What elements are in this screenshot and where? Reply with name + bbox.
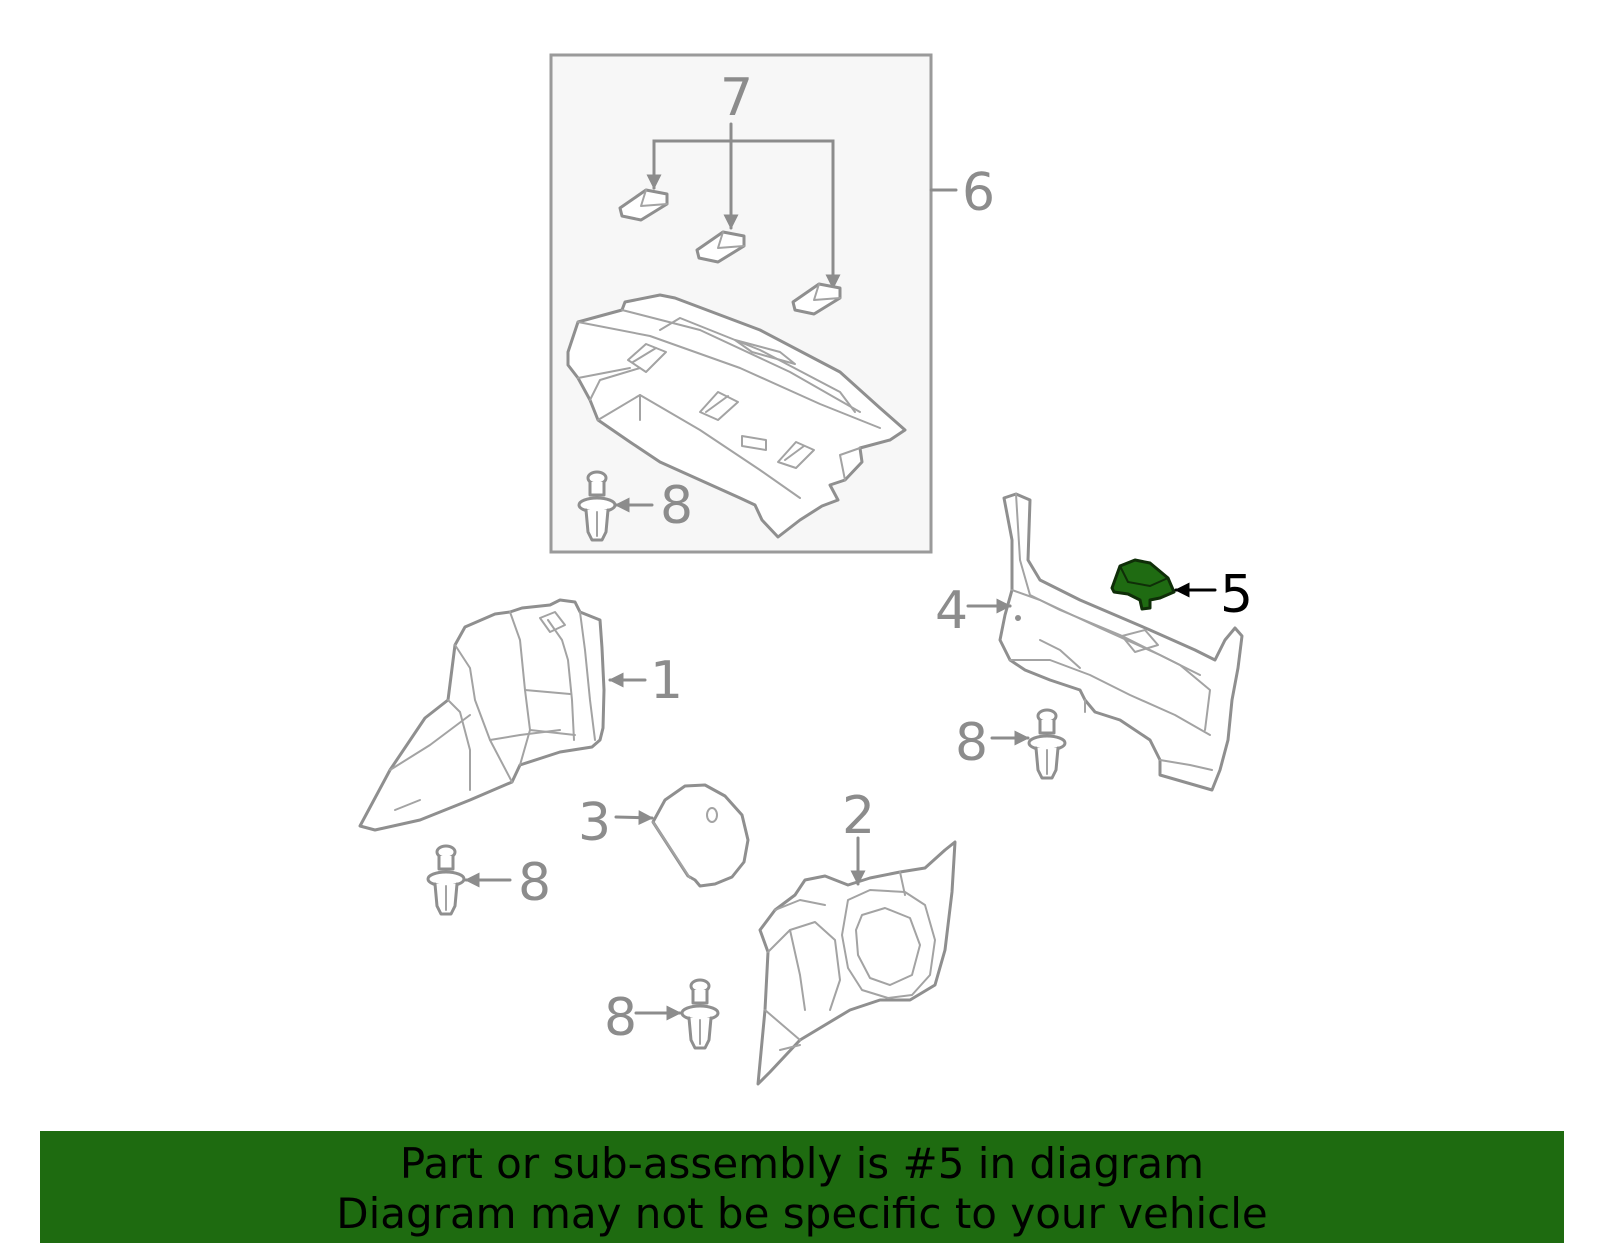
callout-3: 3 — [578, 793, 611, 853]
callout-1: 1 — [650, 651, 683, 711]
part-8-pushpin-inset: 8 — [577, 470, 693, 542]
part-8-pushpin-left: 8 — [426, 844, 551, 916]
callout-7-group: 7 — [646, 68, 841, 290]
part-2-quarter-trim: 2 — [756, 786, 957, 1086]
part-4-trim-panel: 4 — [935, 492, 1244, 792]
part-info-banner: Part or sub-assembly is #5 in diagram Di… — [40, 1131, 1564, 1243]
callout-8-a: 8 — [660, 476, 693, 536]
part-5-highlighted-bracket: 5 — [1110, 558, 1253, 625]
callout-7: 7 — [720, 68, 753, 128]
part-8-pushpin-right: 8 — [955, 708, 1067, 780]
callout-6: 6 — [962, 163, 995, 223]
banner-line-1: Part or sub-assembly is #5 in diagram — [399, 1139, 1205, 1188]
part-3-cover: 3 — [578, 783, 750, 888]
part-7-clip-a — [618, 188, 669, 222]
callout-8-c: 8 — [604, 988, 637, 1048]
part-7-clip-b — [695, 230, 746, 264]
banner-line-2: Diagram may not be specific to your vehi… — [336, 1189, 1268, 1238]
part-8-pushpin-bottom: 8 — [604, 978, 720, 1050]
callout-2: 2 — [842, 786, 875, 846]
callout-4: 4 — [935, 581, 968, 641]
callout-8-d: 8 — [955, 713, 988, 773]
part-1-wheelhouse-trim: 1 — [358, 598, 683, 832]
callout-8-b: 8 — [518, 853, 551, 913]
part-7-clip-c — [791, 282, 842, 316]
callout-5: 5 — [1220, 565, 1253, 625]
part-6-package-tray — [566, 293, 907, 539]
